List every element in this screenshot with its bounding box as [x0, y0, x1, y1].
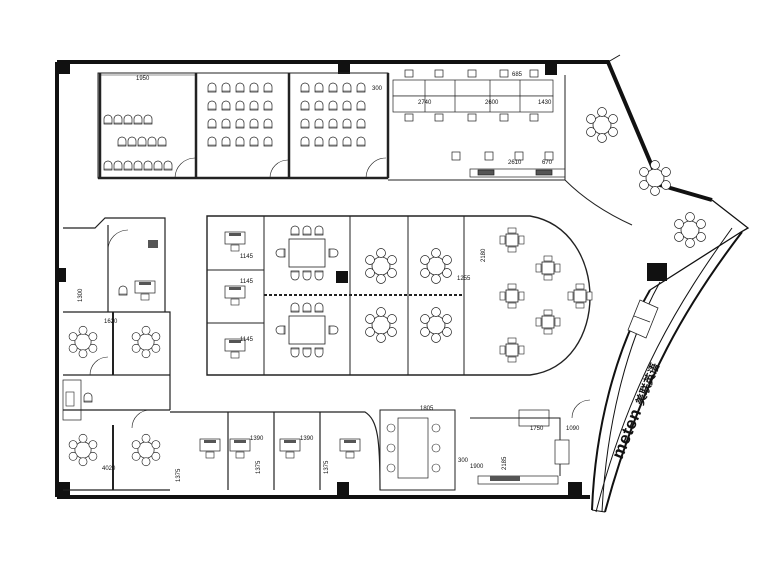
dim-1145-c: 1145 [240, 337, 254, 343]
dim-1090: 1090 [566, 426, 580, 432]
dim-300-bottom: 300 [458, 458, 469, 464]
dim-1145-b: 1145 [240, 279, 254, 285]
dimension-labels: 1950 300 685 2740 2600 1430 2610 670 114… [78, 72, 580, 482]
classroom-chairs-b [300, 82, 366, 147]
dim-1375-b: 1375 [256, 460, 262, 474]
dim-1255: 1255 [457, 276, 471, 282]
dim-2740: 2740 [418, 100, 432, 106]
dim-1375-a: 1375 [176, 468, 182, 482]
brand-logo: meten 美联英语 [608, 361, 662, 462]
meeting-tables [275, 225, 452, 358]
dim-1900: 1900 [470, 464, 484, 470]
dim-685: 685 [512, 72, 523, 78]
seminar-chairs [103, 114, 173, 171]
dim-2600: 2600 [485, 100, 499, 106]
dim-1145-a: 1145 [240, 254, 254, 260]
dim-1950: 1950 [136, 76, 150, 82]
classroom-chairs-a [207, 82, 273, 147]
brand-logo-cn: 美联英语 [633, 361, 662, 407]
dim-1805: 1805 [420, 406, 434, 412]
reception-desk [627, 299, 659, 339]
dim-1390-a: 1390 [250, 436, 264, 442]
dim-2185: 2185 [502, 456, 508, 470]
dim-1620: 1620 [104, 319, 118, 325]
left-wing-furniture [65, 240, 161, 467]
dim-1375-c: 1375 [324, 460, 330, 474]
dim-4020: 4020 [102, 466, 116, 472]
dim-2610: 2610 [508, 160, 522, 166]
dim-1390-b: 1390 [300, 436, 314, 442]
dim-2180: 2180 [481, 248, 487, 262]
dim-300-top: 300 [372, 86, 383, 92]
office-workstations [392, 69, 566, 178]
dim-1300: 1300 [78, 288, 84, 302]
structural-columns [58, 62, 667, 496]
dim-1750: 1750 [530, 426, 544, 432]
left-wing-rooms [62, 217, 171, 491]
dim-670: 670 [542, 160, 553, 166]
bottom-workstations [199, 417, 570, 485]
center-block [206, 215, 591, 376]
dim-1430: 1430 [538, 100, 552, 106]
top-classrooms [97, 72, 565, 181]
corner-round-tables [564, 75, 706, 248]
